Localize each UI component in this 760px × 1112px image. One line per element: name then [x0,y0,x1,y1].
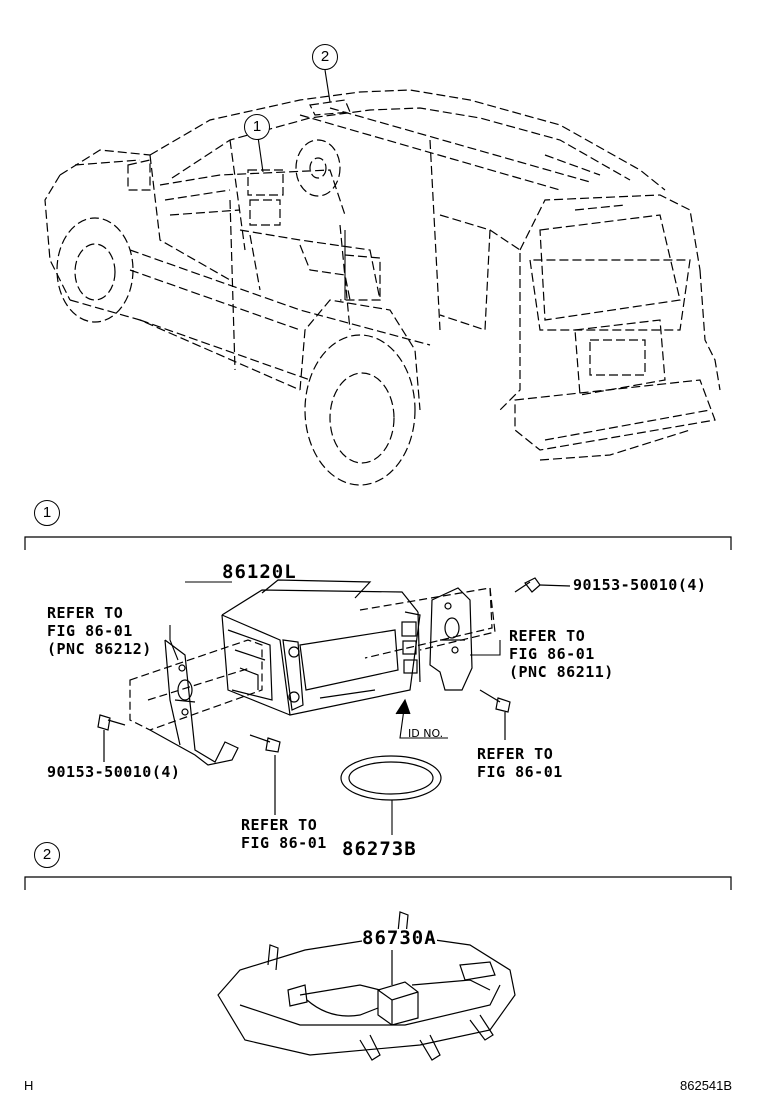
section2-frame [24,876,732,890]
id-no-label: ID NO. [408,727,444,740]
screw-part-number-left: 90153-50010(4) [47,763,181,781]
footer-figure-number: 862541B [680,1078,733,1093]
footer-left-code: H [24,1078,34,1093]
right-bracket [359,587,496,691]
refer-bottom-label: REFER TO FIG 86-01 [241,816,327,852]
refer-right-line3: (PNC 86211) [509,663,614,681]
head-unit-drawing [221,579,421,716]
section2-callout: 2 [34,842,60,868]
overhead-console-drawing [217,911,516,1061]
ring-seal [340,755,442,801]
section1-frame [24,536,732,550]
screw-part-number-top-right: 90153-50010(4) [573,576,707,594]
callout-2-vehicle: 2 [312,44,338,70]
refer-bottom-right-label: REFER TO FIG 86-01 [477,745,563,781]
refer-right-line1: REFER TO [509,627,586,645]
refer-left-line3: (PNC 86212) [47,640,152,658]
refer-bottom-line2: FIG 86-01 [241,834,327,852]
left-bracket [129,639,263,766]
refer-bottom-right-line1: REFER TO [477,745,554,763]
callout-leaders [257,69,346,300]
vehicle-illustration [44,89,721,486]
screws [97,577,571,815]
callout-1-vehicle: 1 [244,114,270,140]
refer-right-label: REFER TO FIG 86-01 (PNC 86211) [509,627,614,681]
refer-right-line2: FIG 86-01 [509,645,595,663]
part-number-86273B: 86273B [342,838,417,860]
part-number-86120L: 86120L [222,561,297,583]
part-number-86730A: 86730A [362,927,437,949]
refer-bottom-line1: REFER TO [241,816,318,834]
section1-leaders [169,581,501,835]
refer-bottom-right-line2: FIG 86-01 [477,763,563,781]
refer-left-label: REFER TO FIG 86-01 (PNC 86212) [47,604,152,658]
refer-left-line2: FIG 86-01 [47,622,133,640]
refer-left-line1: REFER TO [47,604,124,622]
section1-callout: 1 [34,500,60,526]
